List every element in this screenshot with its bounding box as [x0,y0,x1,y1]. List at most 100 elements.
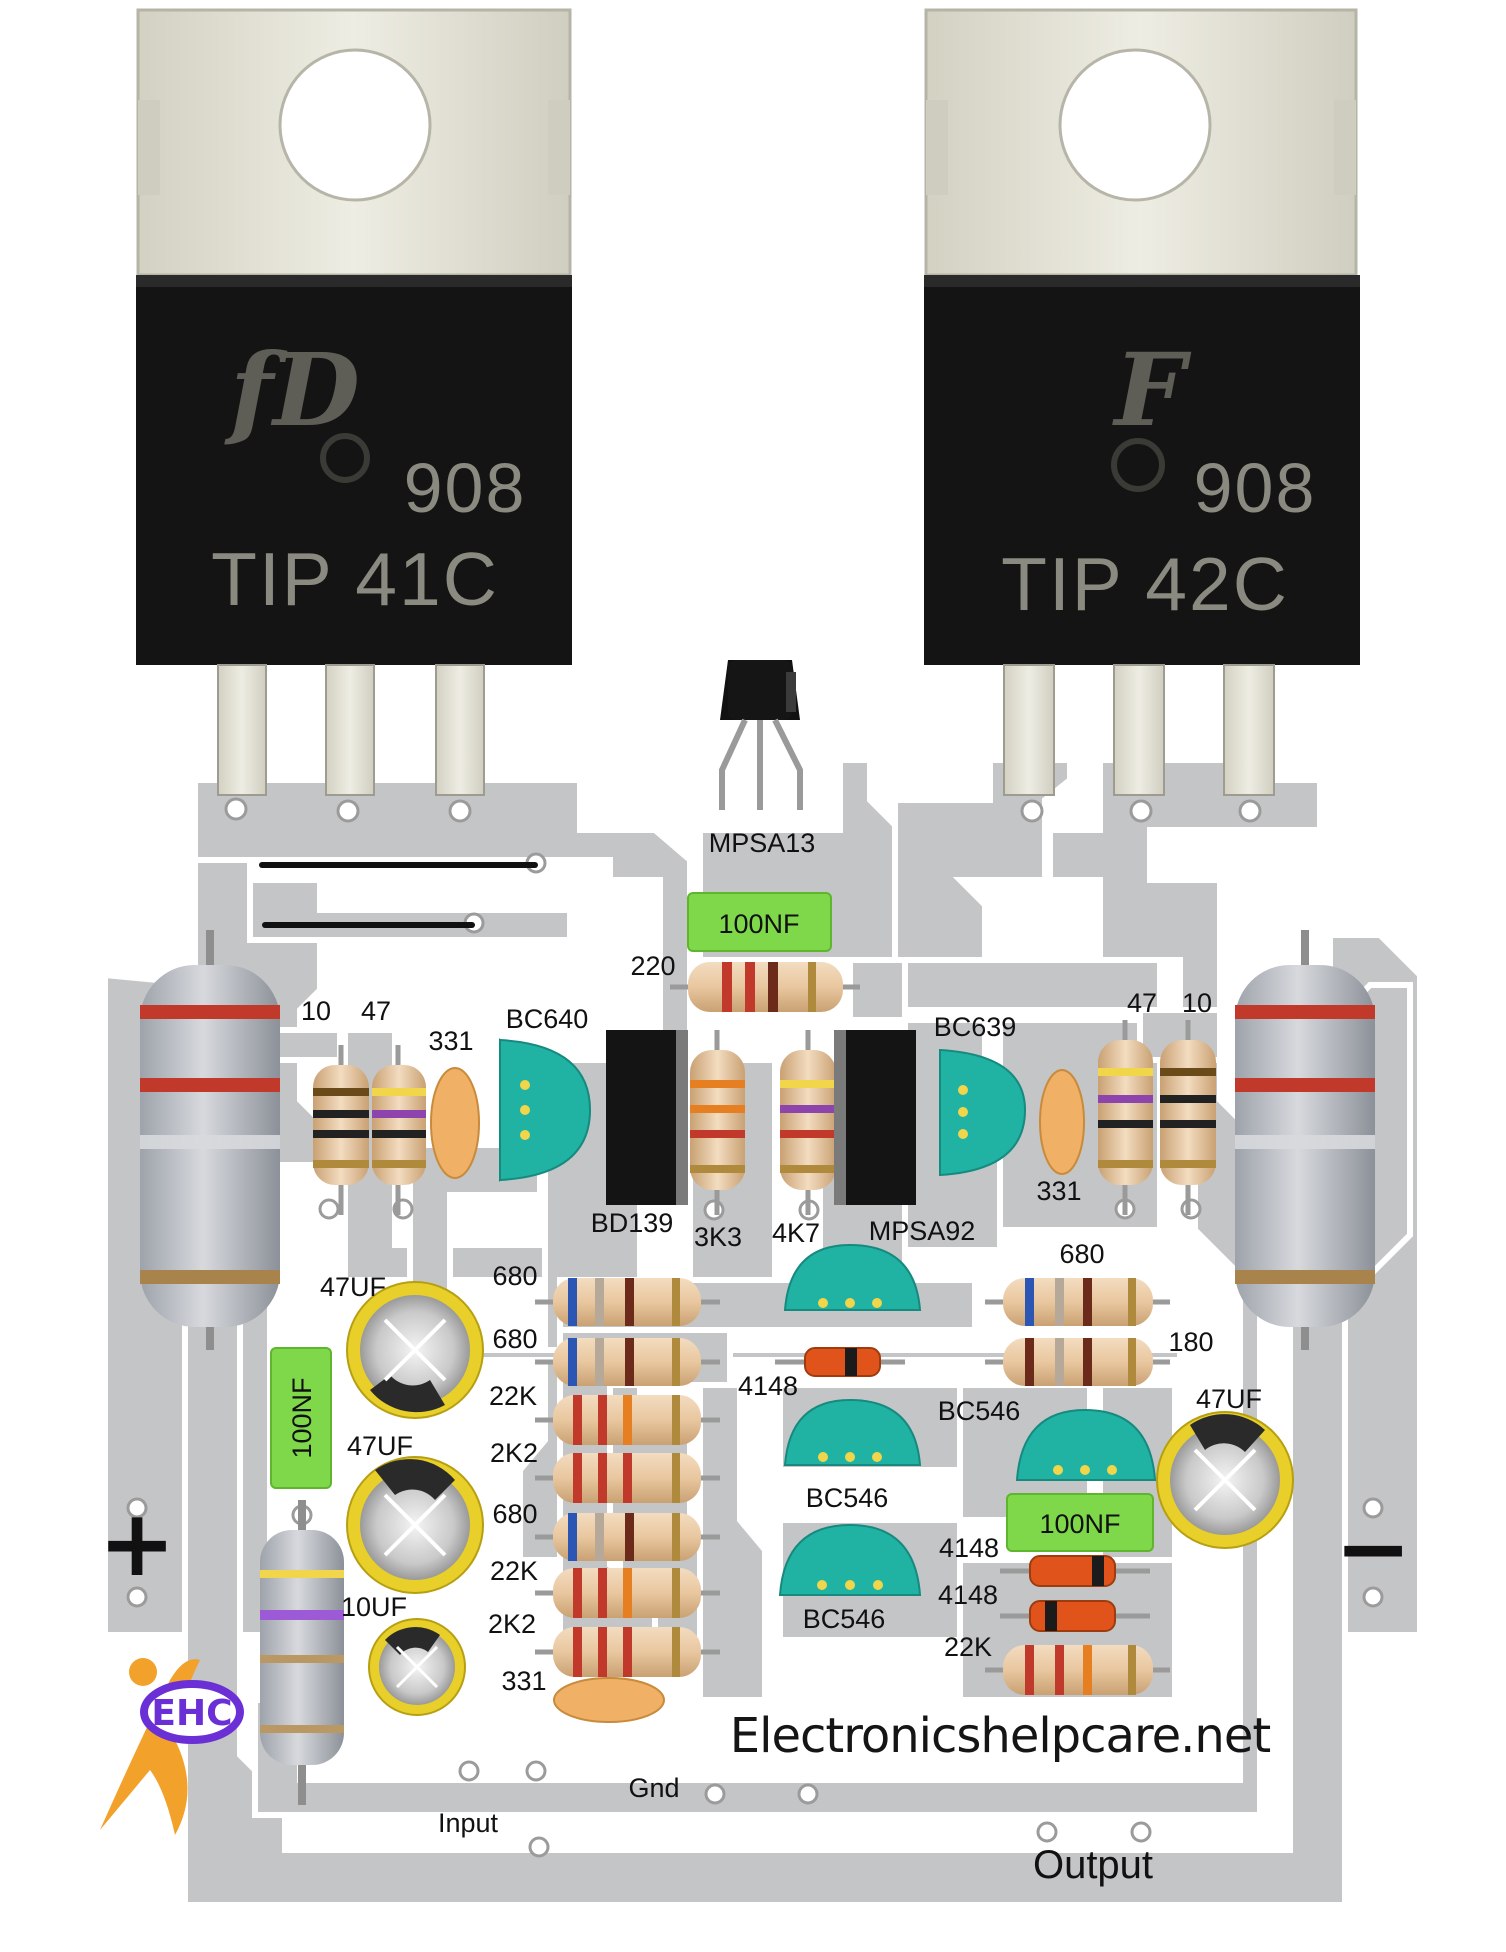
capacitor-100nf-top: 100NF [687,892,832,952]
transistor-lead [1003,664,1055,796]
label-plus: + [98,1490,175,1597]
label-22k-b: 22K [490,1556,538,1586]
label-bc546-b: BC546 [806,1483,889,1513]
resistor-2k2-a [535,1453,720,1503]
label-331-bottom: 331 [501,1666,546,1696]
label-4148-c: 4148 [938,1580,998,1610]
logo-text: EHC [151,1693,232,1734]
pad [528,1836,550,1858]
capacitor-47uf-a [346,1281,484,1419]
capacitor-47uf-b [346,1456,484,1594]
transistor-lead [1223,664,1275,796]
label-2k2-a: 2K2 [490,1438,538,1468]
resistor-680-c [535,1513,720,1561]
pad [704,1783,726,1805]
label-output: Output [1033,1843,1153,1887]
jumper-wires [259,862,538,928]
label-100nf-right: 100NF [1039,1509,1120,1539]
label-331-right: 331 [1036,1176,1081,1206]
label-47uf-b: 47UF [347,1431,413,1461]
pad [1362,1586,1384,1608]
label-680-b: 680 [492,1324,537,1354]
pad [458,1760,480,1782]
resistor-10-left [313,1045,369,1215]
resistor-220 [670,962,860,1012]
transistor-bc546-c [778,1523,922,1596]
label-mpsa13: MPSA13 [709,828,816,858]
transistor-bc546-b [1015,1408,1157,1481]
pad [703,1199,725,1221]
pad [1362,1497,1384,1519]
component-labels: MPSA13 220 10 47 331 BC640 BC639 47 10 3… [98,828,1411,1887]
label-180: 180 [1168,1327,1213,1357]
label-100nf-left: 100NF [287,1377,317,1458]
resistor-47-left [372,1045,426,1215]
label-4k7: 4K7 [772,1218,820,1248]
label-minus: − [1334,1495,1411,1602]
resistor-3k3 [690,1030,745,1215]
resistor-power-left [140,930,280,1350]
resistor-47-right [1098,1020,1153,1215]
resistor-22k-b [535,1568,720,1618]
label-4148-a: 4148 [738,1371,798,1401]
transistor-lead [1113,664,1165,796]
logo-ring-icon [140,1680,244,1744]
resistor-680-b [535,1338,720,1386]
label-22k-a: 22K [489,1381,537,1411]
label-4148-b: 4148 [939,1533,999,1563]
label-10uf: 10UF [341,1592,407,1622]
pad [1036,1821,1058,1843]
pad [318,1198,340,1220]
capacitor-331-bottom [553,1677,665,1723]
label-47uf-a: 47UF [320,1272,386,1302]
diode-4148-a [775,1347,905,1377]
transistor-lead [325,664,375,796]
transistor-mpsa13 [719,660,803,810]
tip42c-part: TIP 42C [1001,542,1289,626]
label-3k3: 3K3 [694,1222,742,1252]
transistor-mpsa92 [834,1030,916,1205]
transistor-bc640 [499,1038,592,1182]
label-bd139: BD139 [591,1208,674,1238]
resistor-680-right [985,1278,1170,1326]
ehc-logo: EHC [100,1658,244,1835]
label-680-c: 680 [492,1499,537,1529]
label-47uf-right: 47UF [1196,1384,1262,1414]
pad [126,1586,148,1608]
pad [126,1497,148,1519]
capacitor-331-left [430,1067,480,1179]
label-220: 220 [630,951,675,981]
label-680-a: 680 [492,1261,537,1291]
resistor-power-right [1235,930,1375,1350]
tip42c-code: 908 [1194,449,1317,527]
capacitor-100nf-left: 100NF [270,1347,332,1489]
pad [1130,1821,1152,1843]
resistor-22k-right [985,1645,1170,1695]
resistor-power-input [260,1500,344,1805]
label-680-right: 680 [1059,1239,1104,1269]
pad [224,797,248,821]
transistor-mpsa92-front [783,1243,922,1311]
label-2k2-b: 2K2 [488,1609,536,1639]
pad [525,1760,547,1782]
runner-head-icon [129,1658,157,1686]
resistor-10-right [1160,1020,1216,1215]
tip41c-code: 908 [404,449,527,527]
label-bc546-a: BC546 [938,1396,1021,1426]
fairchild-logo-icon: fD [224,331,360,449]
label-22k-right: 22K [944,1632,992,1662]
label-10-left: 10 [301,996,331,1026]
resistor-2k2-b [535,1627,720,1677]
transistor-tip42c: F 908 TIP 42C [924,8,1360,796]
registered-mark-icon [320,433,370,483]
label-bc640: BC640 [506,1004,589,1034]
diode-4148-b [1000,1555,1150,1587]
transistor-tip41c: fD 908 TIP 41C [136,8,572,796]
registered-mark-icon [1111,438,1165,492]
pad [1238,799,1262,823]
tip41c-part: TIP 41C [211,537,499,621]
label-mpsa92: MPSA92 [869,1216,976,1246]
label-47-right: 47 [1127,988,1157,1018]
